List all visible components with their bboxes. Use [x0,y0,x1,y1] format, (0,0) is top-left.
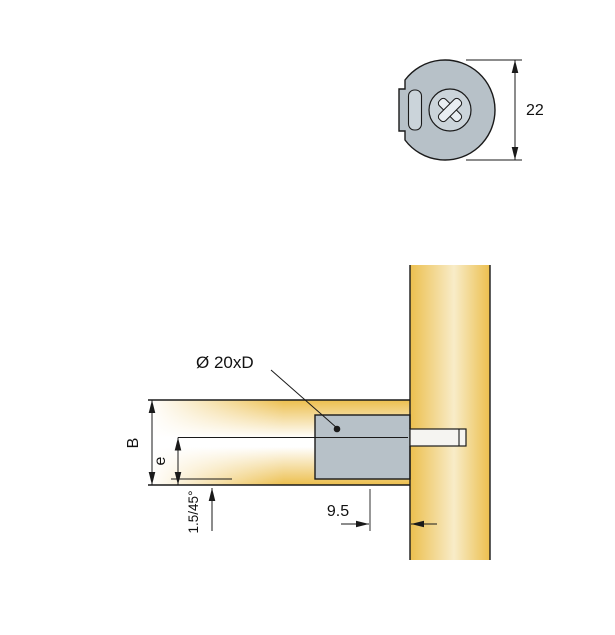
chamfer-label: 1.5/45° [186,491,201,534]
leader-dot [333,425,341,433]
thickness-label: B [125,438,142,449]
top-view: 22 [398,59,544,161]
vertical-panel [410,265,490,560]
diameter-label: Ø 20xD [196,353,254,372]
height-dimension [466,59,522,161]
panel-left-fade [149,399,284,487]
diameter-callout [270,369,341,433]
section-view: Ø 20xD B e 1.5/45° 9.5 [125,265,491,560]
phillips-arm [437,97,463,123]
cam-slot [407,89,423,131]
leader-line [270,369,338,429]
phillips-cross-icon [437,97,463,123]
depth-label: 9.5 [327,503,349,520]
cam-housing [314,414,411,480]
connecting-dowel [409,428,467,447]
height-dimension-label: 22 [526,102,544,119]
panel-edges [148,265,491,560]
offset-label: e [152,456,169,465]
